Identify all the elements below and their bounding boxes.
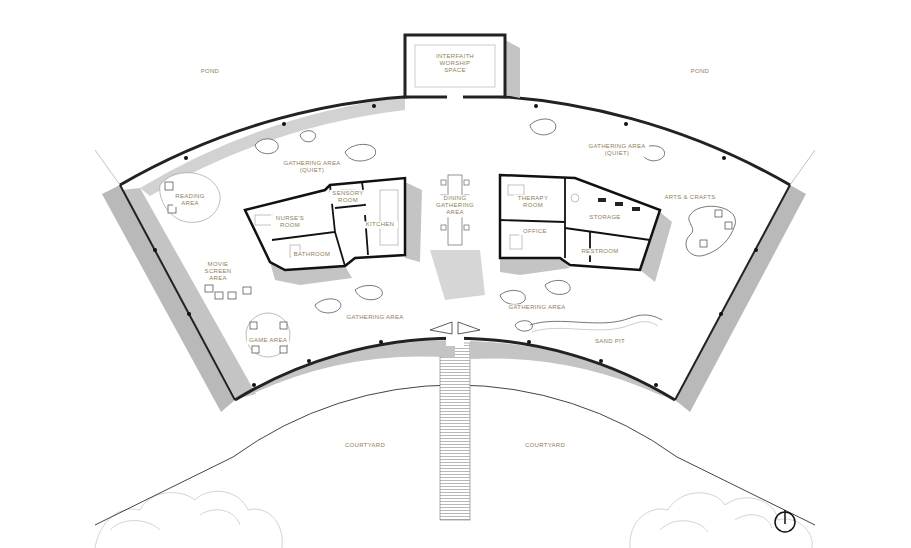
area-label: INTERFAITH WORSHIP SPACE (428, 53, 482, 75)
right-rooms (500, 175, 660, 270)
left-rooms (245, 178, 405, 270)
worship-room (405, 35, 505, 97)
area-label: GATHERING AREA (QUIET) (280, 160, 344, 174)
columns (153, 104, 758, 387)
area-label: COURTYARD (519, 442, 571, 449)
area-label: STORAGE (584, 214, 626, 221)
area-label: NURSE'S ROOM (271, 215, 309, 229)
area-label: OFFICE (519, 228, 551, 235)
furniture (160, 119, 736, 357)
area-label: GAME AREA (247, 337, 289, 344)
area-label: SAND PIT (589, 338, 631, 345)
walkway (440, 343, 470, 520)
area-label: ARTS & CRAFTS (659, 194, 721, 201)
area-label: COURTYARD (339, 442, 391, 449)
area-label: BATHROOM (291, 251, 333, 258)
area-label: POND (679, 68, 721, 75)
building-floor (120, 95, 790, 400)
area-label: DINING GATHERING AREA (432, 195, 478, 217)
sand-pit-edge (530, 315, 662, 325)
area-label: POND (189, 68, 231, 75)
area-label: RESTROOM (579, 248, 621, 255)
north-arrow (775, 510, 795, 532)
area-label: GATHERING AREA (343, 314, 407, 321)
area-label: THERAPY ROOM (514, 195, 552, 209)
area-label: SENSORY ROOM (330, 190, 366, 204)
area-label: KITCHEN (362, 221, 398, 228)
area-label: MOVIE SCREEN AREA (195, 261, 241, 283)
area-label: GATHERING AREA (505, 304, 569, 311)
area-label: READING AREA (173, 193, 207, 207)
area-label: GATHERING AREA (QUIET) (585, 143, 649, 157)
